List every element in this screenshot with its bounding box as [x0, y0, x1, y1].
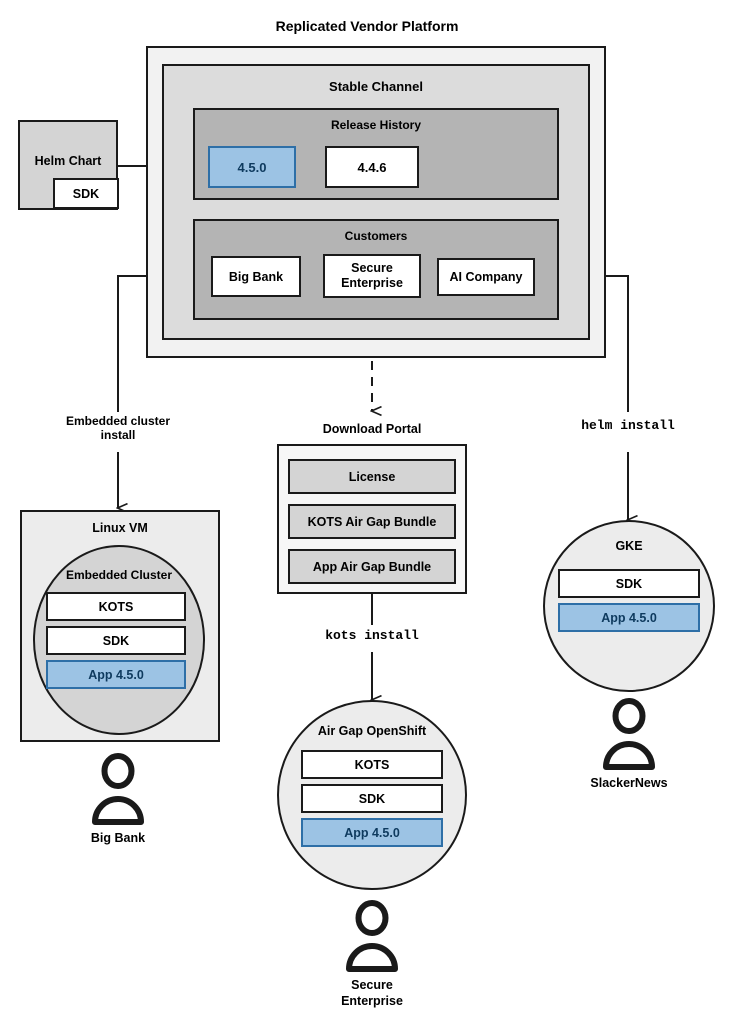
- release-version-label: 4.5.0: [237, 159, 267, 175]
- release-item-4-5-0[interactable]: 4.5.0: [208, 146, 296, 188]
- openshift-component-app[interactable]: App 4.5.0: [301, 818, 443, 847]
- helm-install-label: helm install: [581, 418, 675, 433]
- gke-component-app[interactable]: App 4.5.0: [558, 603, 700, 632]
- artifact-label: App Air Gap Bundle: [312, 559, 432, 574]
- component-label: SDK: [358, 791, 386, 806]
- component-label: App 4.5.0: [601, 610, 657, 625]
- portal-artifact-kots-airgap[interactable]: KOTS Air Gap Bundle: [288, 504, 456, 539]
- helm-chart-sdk-box[interactable]: SDK: [53, 178, 119, 209]
- helm-chart-sdk-label: SDK: [72, 186, 100, 201]
- release-version-label: 4.4.6: [357, 159, 387, 175]
- gke-title: GKE: [615, 539, 643, 553]
- component-label: KOTS: [354, 757, 390, 772]
- helm-chart-label: Helm Chart: [34, 154, 102, 168]
- download-portal-title: Download Portal: [322, 422, 422, 436]
- release-item-4-4-6[interactable]: 4.4.6: [325, 146, 419, 188]
- customers-title: Customers: [344, 229, 408, 243]
- component-label: App 4.5.0: [88, 667, 144, 682]
- customer-secure-enterprise[interactable]: Secure Enterprise: [323, 254, 421, 298]
- embedded-install-label: Embedded cluster install: [65, 414, 171, 443]
- gke-component-sdk[interactable]: SDK: [558, 569, 700, 598]
- air-gap-openshift-title: Air Gap OpenShift: [317, 724, 427, 738]
- kots-install-label: kots install: [325, 628, 419, 643]
- customer-name: Big Bank: [228, 269, 284, 284]
- stable-channel-title: Stable Channel: [329, 79, 423, 94]
- component-label: KOTS: [98, 599, 134, 614]
- embedded-cluster-title: Embedded Cluster: [65, 568, 173, 582]
- page-title: Replicated Vendor Platform: [275, 18, 459, 34]
- persona-label-big-bank: Big Bank: [90, 831, 146, 845]
- release-history-title: Release History: [330, 118, 422, 132]
- portal-artifact-license[interactable]: License: [288, 459, 456, 494]
- customer-big-bank[interactable]: Big Bank: [211, 256, 301, 297]
- linux-vm-title: Linux VM: [92, 521, 148, 535]
- openshift-component-kots[interactable]: KOTS: [301, 750, 443, 779]
- customer-name: AI Company: [449, 270, 523, 284]
- component-label: SDK: [615, 576, 643, 591]
- persona-label-secure-enterprise: Secure Enterprise: [341, 978, 403, 1008]
- component-label: App 4.5.0: [344, 825, 400, 840]
- customer-name: Secure Enterprise: [341, 261, 403, 290]
- artifact-label: KOTS Air Gap Bundle: [307, 514, 437, 529]
- portal-artifact-app-airgap[interactable]: App Air Gap Bundle: [288, 549, 456, 584]
- customer-ai-company[interactable]: AI Company: [437, 258, 535, 296]
- linux-vm-component-kots[interactable]: KOTS: [46, 592, 186, 621]
- persona-label-slackernews: SlackerNews: [590, 776, 668, 790]
- linux-vm-component-sdk[interactable]: SDK: [46, 626, 186, 655]
- openshift-component-sdk[interactable]: SDK: [301, 784, 443, 813]
- artifact-label: License: [348, 469, 396, 484]
- linux-vm-component-app[interactable]: App 4.5.0: [46, 660, 186, 689]
- component-label: SDK: [102, 633, 130, 648]
